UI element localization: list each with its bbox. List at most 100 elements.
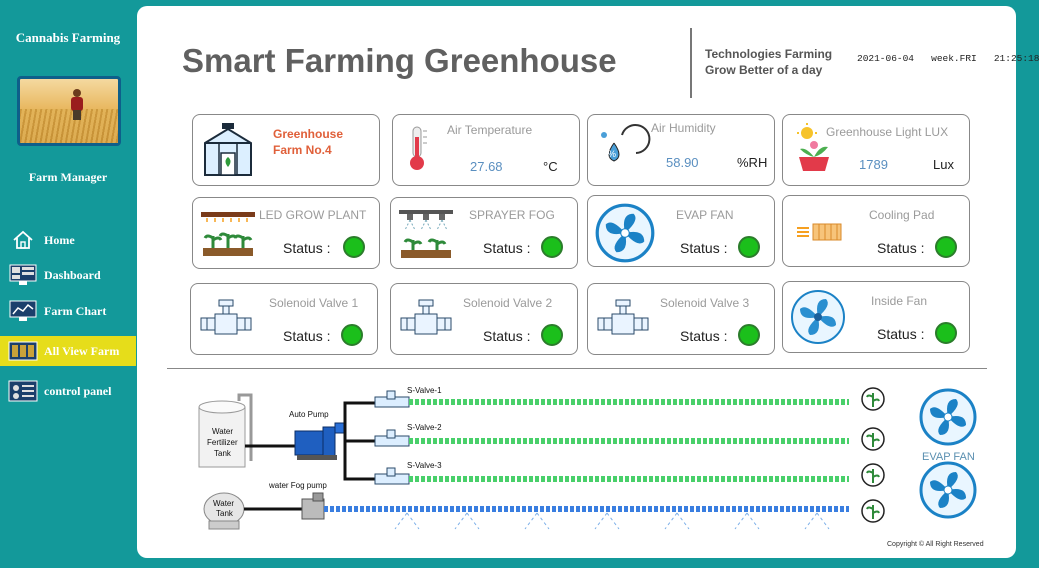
auto-pump: Auto Pump bbox=[289, 410, 346, 460]
solenoid-valve-1-card[interactable]: Solenoid Valve 1 Status : bbox=[190, 283, 378, 355]
evap-status-indicator bbox=[738, 236, 760, 258]
inside-fan-card[interactable]: Inside Fan Status : bbox=[782, 281, 970, 353]
valve-3-status-label: Status : bbox=[680, 328, 728, 344]
datetime: 2021-06-04 week.FRI 21:25:18 bbox=[857, 53, 1039, 64]
cooling-pad-icon bbox=[789, 202, 847, 260]
water-tank-label-2: Tank bbox=[216, 509, 234, 518]
cooling-pad-card[interactable]: Cooling Pad Status : bbox=[782, 195, 970, 267]
valve-icon bbox=[197, 290, 255, 348]
greenhouse-icon bbox=[199, 121, 257, 179]
led-grow-icon bbox=[199, 204, 257, 262]
water-tank: Water Tank bbox=[203, 492, 245, 530]
plant-icon bbox=[861, 387, 885, 411]
greenhouse-name: Greenhouse bbox=[273, 127, 344, 141]
dashboard-icon bbox=[8, 264, 38, 286]
copyright: Copyright © All Right Reserved bbox=[887, 541, 984, 548]
valve-1-label: S-Valve-1 bbox=[407, 386, 442, 395]
sidebar-item-farm-chart[interactable]: Farm Chart bbox=[0, 296, 136, 326]
evap-fan-diagram-label: EVAP FAN bbox=[922, 451, 975, 463]
air-humidity-unit: %RH bbox=[737, 155, 768, 170]
greenhouse-card[interactable]: Greenhouse Farm No.4 bbox=[192, 114, 380, 186]
evap-fan-icon bbox=[919, 388, 977, 446]
irrigation-diagram: Water Fertilizer Tank Auto Pump S-Valve-… bbox=[198, 386, 977, 530]
led-grow-plant-card[interactable]: LED GROW PLANT Status : bbox=[192, 197, 380, 269]
sprayer-fog-label: SPRAYER FOG bbox=[469, 208, 555, 222]
sidebar-item-dashboard[interactable]: Dashboard bbox=[0, 260, 136, 290]
tagline-line-1: Technologies Farming bbox=[705, 47, 833, 61]
sidebar: Cannabis Farming Farm Manager Home Dashb… bbox=[0, 0, 136, 568]
greenhouse-light-value: 1789 bbox=[859, 157, 888, 172]
air-temperature-card[interactable]: Air Temperature 27.68 °C bbox=[392, 114, 580, 186]
sidebar-item-control-panel[interactable]: control panel bbox=[0, 376, 136, 406]
evap-status-label: Status : bbox=[680, 240, 728, 256]
home-icon bbox=[8, 229, 38, 251]
fog-line bbox=[324, 506, 849, 530]
humidity-icon: % bbox=[594, 121, 652, 179]
evap-fan-label: EVAP FAN bbox=[676, 208, 734, 222]
fog-pump-label: water Fog pump bbox=[268, 481, 327, 490]
section-divider bbox=[167, 368, 987, 369]
solenoid-valve-1-label: Solenoid Valve 1 bbox=[269, 296, 359, 310]
main-panel: Smart Farming Greenhouse Technologies Fa… bbox=[137, 6, 1039, 558]
greenhouse-light-card[interactable]: Greenhouse Light LUX 1789 Lux bbox=[782, 114, 970, 186]
evap-fan-card[interactable]: EVAP FAN Status : bbox=[587, 195, 775, 267]
greenhouse-farm-number: Farm No.4 bbox=[273, 143, 332, 157]
greenhouse-light-unit: Lux bbox=[933, 157, 954, 172]
valve-line-2: S-Valve-2 bbox=[374, 423, 849, 447]
solenoid-valve-3-card[interactable]: Solenoid Valve 3 Status : bbox=[587, 283, 775, 355]
sidebar-item-all-view-farm[interactable]: All View Farm bbox=[0, 336, 136, 366]
sidebar-item-label: control panel bbox=[44, 383, 112, 398]
thermometer-icon bbox=[399, 121, 457, 179]
valve-2-label: S-Valve-2 bbox=[407, 423, 442, 432]
tank-label-2: Fertilizer bbox=[207, 438, 238, 447]
cooling-status-indicator bbox=[935, 236, 957, 258]
sidebar-item-home[interactable]: Home bbox=[0, 225, 136, 255]
valve-2-status-label: Status : bbox=[483, 328, 531, 344]
fog-pump: water Fog pump bbox=[268, 481, 327, 520]
solenoid-valve-3-label: Solenoid Valve 3 bbox=[660, 296, 750, 310]
control-panel-icon bbox=[8, 380, 38, 402]
farm-photo bbox=[17, 76, 121, 146]
plant-light-icon bbox=[789, 121, 847, 179]
plant-icon bbox=[861, 463, 885, 487]
valve-icon bbox=[397, 290, 455, 348]
farm-view-icon bbox=[8, 340, 38, 362]
valve-line-1: S-Valve-1 bbox=[374, 386, 849, 408]
sidebar-item-label: All View Farm bbox=[44, 343, 120, 358]
tagline: Technologies Farming Grow Better of a da… bbox=[705, 46, 832, 78]
tank-label-1: Water bbox=[212, 427, 233, 436]
greenhouse-light-label: Greenhouse Light LUX bbox=[826, 125, 949, 139]
valve-1-status-label: Status : bbox=[283, 328, 331, 344]
led-grow-plant-label: LED GROW PLANT bbox=[259, 208, 367, 222]
sprayer-status-indicator bbox=[541, 236, 563, 258]
sidebar-item-label: Farm Chart bbox=[44, 303, 107, 318]
evap-fan-icon bbox=[919, 461, 977, 519]
chart-icon bbox=[8, 300, 38, 322]
cooling-pad-label: Cooling Pad bbox=[869, 208, 935, 222]
solenoid-valve-2-label: Solenoid Valve 2 bbox=[463, 296, 553, 310]
air-humidity-card[interactable]: % Air Humidity 58.90 %RH bbox=[587, 114, 775, 186]
valve-1-status-indicator bbox=[341, 324, 363, 346]
header-divider bbox=[690, 28, 692, 98]
valve-3-status-indicator bbox=[738, 324, 760, 346]
air-temperature-label: Air Temperature bbox=[447, 123, 533, 137]
air-humidity-label: Air Humidity bbox=[651, 121, 716, 135]
air-temperature-value: 27.68 bbox=[470, 159, 503, 174]
auto-pump-label: Auto Pump bbox=[289, 410, 329, 419]
solenoid-valve-2-card[interactable]: Solenoid Valve 2 Status : bbox=[390, 283, 578, 355]
sprayer-status-label: Status : bbox=[483, 240, 531, 256]
week-text: week.FRI bbox=[931, 53, 977, 64]
sprayer-fog-card[interactable]: SPRAYER FOG Status : bbox=[390, 197, 578, 269]
date-text: 2021-06-04 bbox=[857, 53, 915, 64]
fan-icon bbox=[594, 202, 655, 263]
page-title: Smart Farming Greenhouse bbox=[182, 42, 617, 79]
tagline-line-2: Grow Better of a day bbox=[705, 63, 823, 77]
sidebar-item-label: Home bbox=[44, 232, 75, 247]
inside-fan-status-indicator bbox=[935, 322, 957, 344]
led-status-indicator bbox=[343, 236, 365, 258]
led-status-label: Status : bbox=[283, 240, 331, 256]
brand-title: Cannabis Farming bbox=[15, 30, 121, 45]
plant-icon bbox=[861, 427, 885, 451]
time-text: 21:25:18 bbox=[993, 53, 1039, 64]
farm-manager-label: Farm Manager bbox=[28, 170, 108, 184]
